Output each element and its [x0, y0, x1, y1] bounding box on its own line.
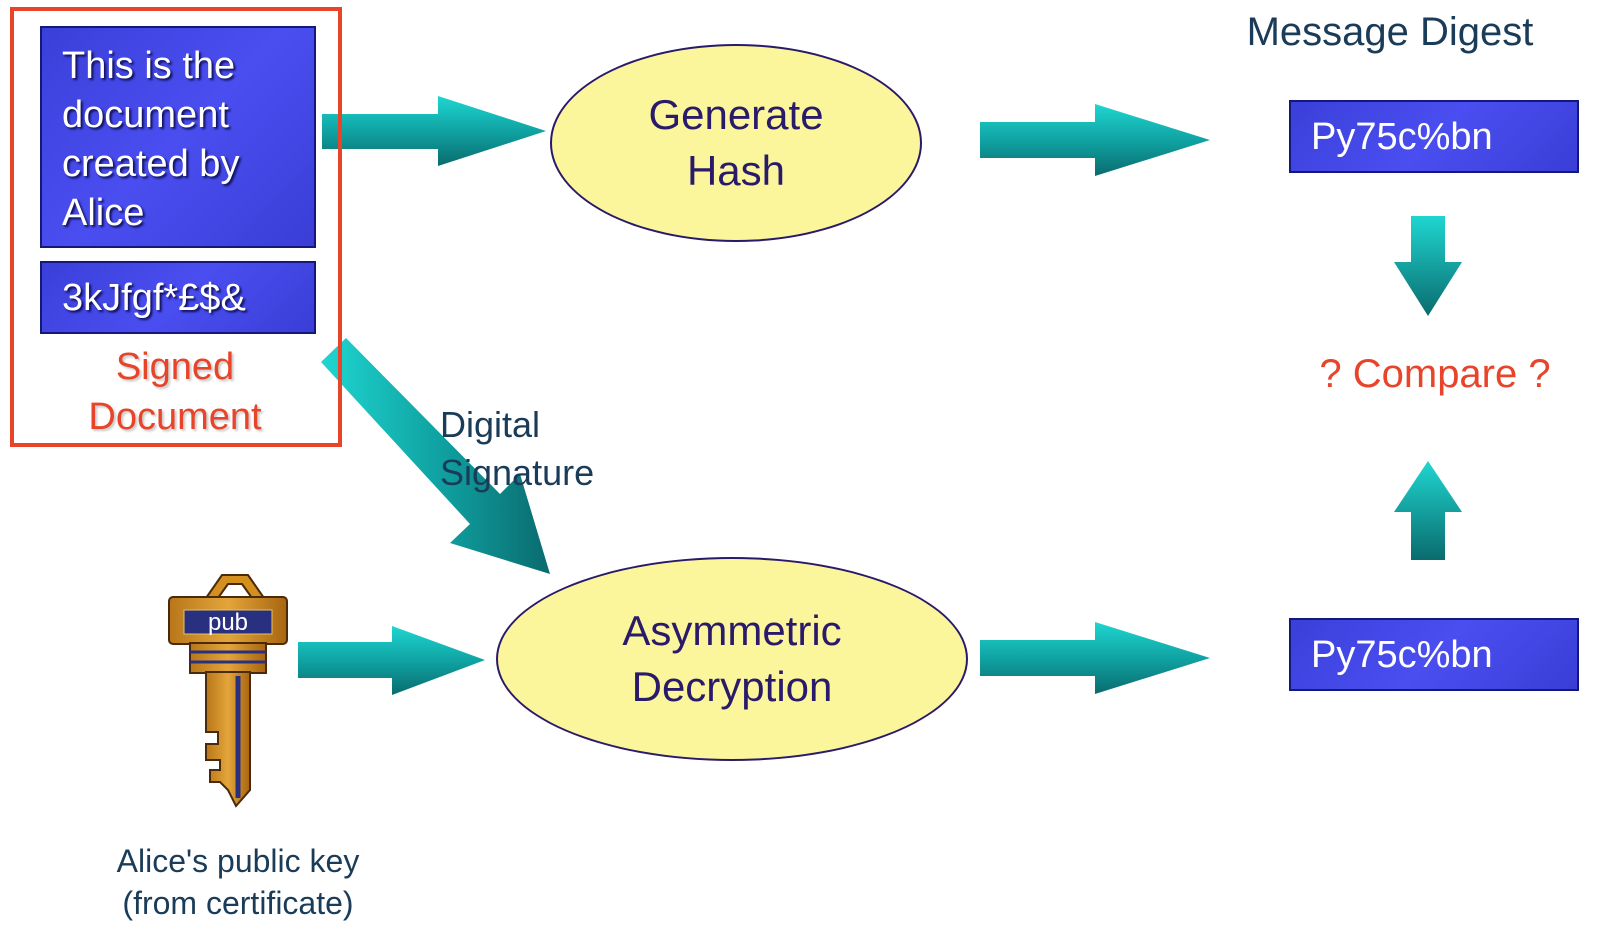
document-body-box: This is the document created by Alice [40, 26, 316, 248]
public-key-caption: Alice's public key (from certificate) [116, 843, 360, 921]
signed-document-label: Signed Document [88, 346, 262, 438]
asymmetric-decryption-label: Asymmetric Decryption [622, 607, 842, 710]
message-digest-title: Message Digest [1246, 10, 1534, 54]
arrow-key-to-decryption [298, 626, 485, 695]
generate-hash-label: Generate Hash [648, 91, 824, 194]
arrow-hash-to-digest [980, 104, 1210, 176]
asymmetric-decryption-node: Asymmetric Decryption [496, 557, 968, 761]
arrow-up-to-compare [1394, 461, 1462, 560]
arrow-doc-to-hash [322, 96, 546, 166]
digest-top-box: Py75c%bn [1289, 100, 1579, 173]
digest-bottom-box: Py75c%bn [1289, 618, 1579, 691]
signature-text: 3kJfgf*£$& [62, 277, 246, 319]
document-body-text: This is the document created by Alice [62, 45, 240, 234]
compare-label: ? Compare ? [1319, 352, 1551, 396]
key-icon [168, 574, 288, 808]
arrow-signature-to-decryption [321, 338, 550, 574]
signature-box: 3kJfgf*£$& [40, 261, 316, 334]
generate-hash-node: Generate Hash [550, 44, 922, 242]
arrow-down-to-compare [1394, 216, 1462, 316]
arrow-decryption-to-digest [980, 622, 1210, 694]
digest-bottom-value: Py75c%bn [1311, 634, 1493, 676]
signed-document-frame [10, 7, 342, 447]
digest-top-value: Py75c%bn [1311, 116, 1493, 158]
digital-signature-label: Digital Signature [440, 404, 595, 493]
